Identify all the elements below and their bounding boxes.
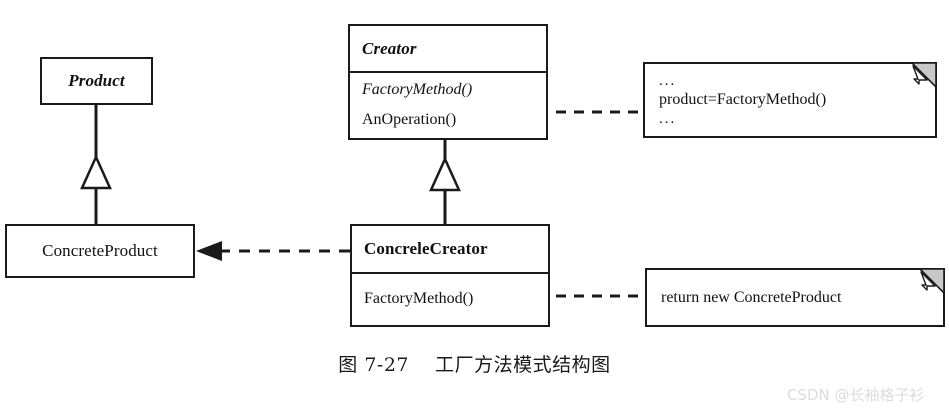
class-operations-compartment: FactoryMethod()	[352, 272, 548, 325]
class-box-concretecreator[interactable]: ConcreleCreator FactoryMethod()	[350, 224, 550, 327]
note-factorymethod-body[interactable]: return new ConcreteProduct	[645, 268, 945, 327]
operation-factorymethod: FactoryMethod()	[362, 81, 473, 99]
class-name-compartment: Creator	[350, 26, 546, 71]
class-name-compartment: ConcreleCreator	[352, 226, 548, 272]
class-name-product: Product	[68, 71, 125, 90]
class-name-concreteproduct: ConcreteProduct	[42, 241, 158, 260]
class-name-concretecreator: ConcreleCreator	[364, 239, 488, 258]
note-line: ...	[659, 72, 677, 89]
note-line: ...	[659, 110, 677, 127]
note-line: return new ConcreteProduct	[661, 288, 842, 306]
operation-factorymethod: FactoryMethod()	[364, 290, 474, 308]
class-box-product[interactable]: Product	[40, 57, 153, 105]
class-name-creator: Creator	[362, 38, 417, 58]
class-operations-compartment: FactoryMethod() AnOperation()	[350, 71, 546, 138]
dependency-concretecreator-to-concreteproduct	[196, 241, 350, 261]
class-name-compartment: Product	[42, 59, 151, 103]
class-name-compartment: ConcreteProduct	[7, 226, 193, 276]
operation-row[interactable]: FactoryMethod()	[364, 285, 536, 315]
generalization-concreteproduct-to-product	[80, 105, 112, 224]
generalization-concretecreator-to-creator	[429, 140, 461, 224]
note-line: product=FactoryMethod()	[659, 91, 827, 109]
csdn-watermark: CSDN @长袖格子衫	[787, 386, 925, 404]
figure-caption: 图 7-27 工厂方法模式结构图	[338, 354, 611, 376]
operation-row[interactable]: FactoryMethod()	[362, 76, 534, 106]
note-anoperation-body[interactable]: ... product=FactoryMethod() ...	[643, 62, 937, 138]
class-box-creator[interactable]: Creator FactoryMethod() AnOperation()	[348, 24, 548, 140]
operation-row[interactable]: AnOperation()	[362, 106, 534, 136]
operation-anoperation: AnOperation()	[362, 111, 457, 129]
class-box-concreteproduct[interactable]: ConcreteProduct	[5, 224, 195, 278]
